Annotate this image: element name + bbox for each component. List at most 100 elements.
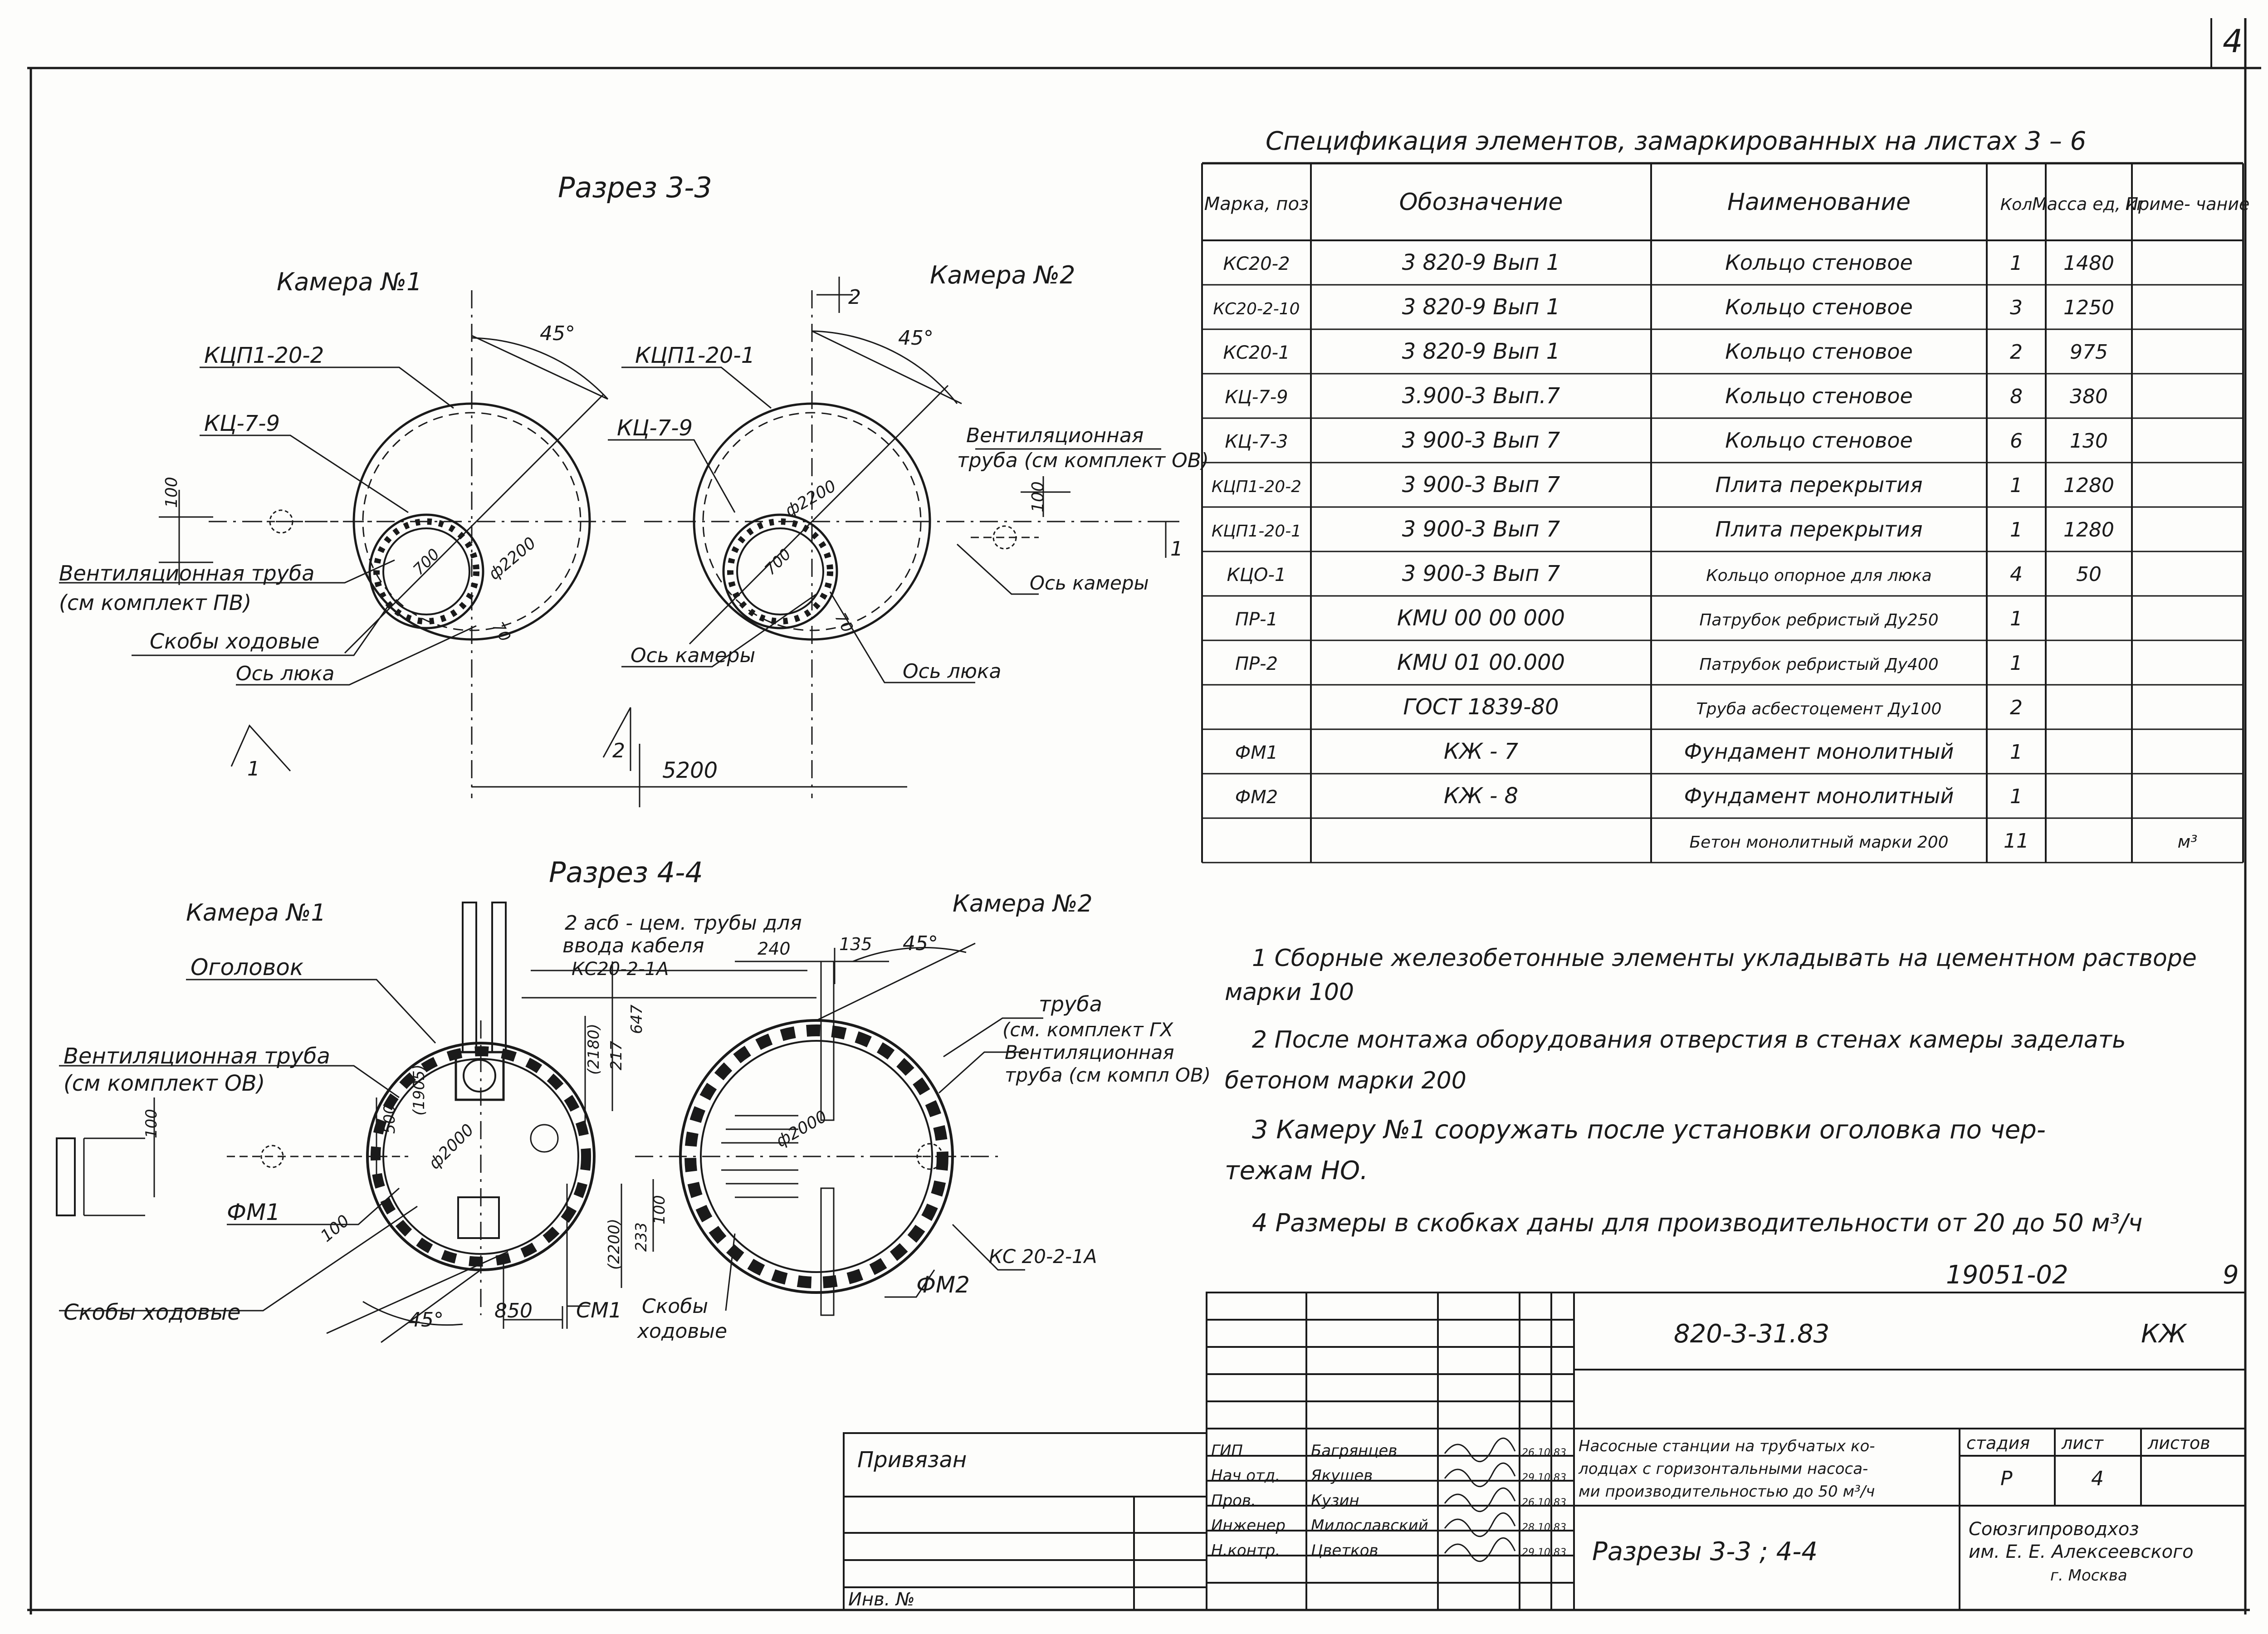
signature-scribble bbox=[1444, 1487, 1516, 1512]
note-2a: 2 После монтажа оборудования отверстия в… bbox=[1252, 1026, 2126, 1054]
spec-cell: 6 bbox=[2010, 429, 2023, 453]
spec-cell: 8 bbox=[2010, 385, 2023, 408]
stamp-title-line2: лодцах с горизонтальными насоса- bbox=[1578, 1460, 1868, 1478]
spec-cell: КЦО-1 bbox=[1227, 565, 1286, 585]
specification-table: Спецификация элементов, замаркированных … bbox=[1201, 127, 2250, 863]
corner-sheet-number: 4 bbox=[2223, 23, 2243, 60]
spec-cell: КЦП1-20-2 bbox=[1212, 478, 1301, 496]
section-3-3: Разрез 3-3 Камера №1 Камера №2 bbox=[59, 171, 1209, 807]
spec-cell: КС20-2 bbox=[1223, 254, 1290, 274]
stamp-date: 28.10.83 bbox=[1522, 1522, 1566, 1533]
org-line3: г. Москва bbox=[2050, 1566, 2127, 1585]
org-line1: Союзгипроводхоз bbox=[1969, 1519, 2139, 1540]
spec-cell: 3 820-9 Вып 1 bbox=[1402, 250, 1560, 275]
spec-cell: 3 900-3 Вып 7 bbox=[1402, 472, 1560, 498]
stamp-date: 29.10.83 bbox=[1522, 1472, 1566, 1483]
spec-cell: 2 bbox=[2010, 696, 2023, 719]
vent-pipe-44-line1: Вентиляционная труба bbox=[64, 1044, 330, 1069]
spec-header-2: Наименование bbox=[1727, 189, 1911, 216]
spec-cell: КЖ - 8 bbox=[1444, 783, 1518, 809]
hatch-axis-2: Ось люка bbox=[903, 660, 1001, 683]
stamp-role: Нач отд. bbox=[1211, 1467, 1280, 1485]
sheet-frame bbox=[27, 18, 2261, 1614]
spec-cell: 11 bbox=[2004, 829, 2029, 853]
page-number: 9 bbox=[2223, 1260, 2239, 1290]
spec-cell: 380 bbox=[2070, 385, 2108, 408]
spec-cell: Труба асбестоцемент Ду100 bbox=[1696, 700, 1942, 718]
camera-2-label: Камера №2 bbox=[930, 261, 1075, 289]
stamp-name: Цветков bbox=[1311, 1541, 1378, 1560]
dim-5200: 5200 bbox=[662, 758, 718, 783]
dim-100-a: 100 bbox=[162, 477, 181, 508]
camera-axis-1: Ось камеры bbox=[631, 644, 755, 667]
cm1-label: СМ1 bbox=[576, 1298, 622, 1322]
angle-45-44a: 45° bbox=[408, 1308, 444, 1332]
dim-2200: (2200) bbox=[605, 1219, 623, 1270]
head-label: Оголовок bbox=[191, 954, 303, 980]
chamber-2-plan bbox=[644, 290, 1166, 798]
signature-scribble bbox=[1444, 1437, 1516, 1463]
dim-240: 240 bbox=[758, 939, 791, 959]
vent-pipe-44-line2: (см комплект ОВ) bbox=[64, 1071, 265, 1096]
camera-axis-2: Ось камеры bbox=[1030, 572, 1149, 594]
dim-100-44: 100 bbox=[142, 1109, 161, 1138]
spec-cell: 4 bbox=[2010, 563, 2023, 586]
spec-cell: Кольцо стеновое bbox=[1725, 295, 1913, 319]
spec-cell: 3.900-3 Вып.7 bbox=[1402, 383, 1560, 409]
spec-cell: 3 900-3 Вып 7 bbox=[1402, 561, 1560, 586]
stairs-label-44a: Скобы ходовые bbox=[64, 1300, 241, 1325]
spec-cell: Кольцо опорное для люка bbox=[1706, 566, 1932, 585]
stamp-title-line3: ми производительностью до 50 м³/ч bbox=[1579, 1483, 1875, 1501]
spec-cell: 50 bbox=[2076, 563, 2102, 586]
spec-cell: ПР-2 bbox=[1235, 654, 1278, 674]
dim-100-c: 100 bbox=[650, 1195, 669, 1224]
camera-2-label-44: Камера №2 bbox=[953, 890, 1093, 917]
spec-cell: 3 900-3 Вып 7 bbox=[1402, 428, 1560, 453]
stamp-name: Багрянцев bbox=[1311, 1442, 1397, 1460]
chamber-1-plan bbox=[209, 290, 626, 798]
spec-cell: Фундамент монолитный bbox=[1684, 784, 1954, 808]
spec-cell: 3 900-3 Вып 7 bbox=[1402, 517, 1560, 542]
general-notes: 1 Сборные железобетонные элементы уклады… bbox=[1225, 945, 2197, 1237]
dim-2180: (2180) bbox=[585, 1024, 603, 1075]
spec-header-5: Приме- чание bbox=[2126, 194, 2250, 214]
signature-scribble bbox=[1444, 1512, 1516, 1537]
vent-pipe-44b-line2: труба (см компл ОВ) bbox=[1005, 1064, 1211, 1086]
spec-cell: Кольцо стеновое bbox=[1725, 339, 1913, 364]
pipe-label-line1: труба bbox=[1039, 992, 1102, 1016]
stamp-role: ГИП bbox=[1211, 1442, 1243, 1460]
note-2b: бетоном марки 200 bbox=[1225, 1067, 1466, 1094]
hatch-axis-1: Ось люка bbox=[236, 662, 334, 685]
spec-cell: Патрубок ребристый Ду400 bbox=[1699, 655, 1938, 674]
spec-cell: 1250 bbox=[2063, 296, 2114, 319]
stamp-name: Кузин bbox=[1311, 1492, 1359, 1510]
section-3-3-leaders bbox=[59, 277, 1179, 807]
vent-pipe-1-line2: (см комплект ПВ) bbox=[59, 590, 251, 615]
hdr-sheets: листов bbox=[2147, 1433, 2210, 1453]
chamber-1-section bbox=[56, 902, 596, 1315]
spec-cell: 1 bbox=[2010, 518, 2023, 541]
stamp-title-line1: Насосные станции на трубчатых ко- bbox=[1579, 1437, 1875, 1455]
spec-cell: 1480 bbox=[2063, 252, 2114, 275]
vent-pipe-1-line1: Вентиляционная труба bbox=[59, 561, 314, 585]
stage-value: Р bbox=[2000, 1467, 2013, 1490]
note-4: 4 Размеры в скобках даны для производите… bbox=[1252, 1209, 2142, 1237]
spec-header-3: Кол bbox=[2000, 195, 2033, 214]
dim-1905: (1905) bbox=[410, 1064, 428, 1116]
pipes-label-line2: ввода кабеля bbox=[562, 934, 704, 957]
spec-cell: Кольцо стеновое bbox=[1725, 384, 1913, 408]
dim-d2000-a: ф2000 bbox=[425, 1121, 478, 1173]
camera-1-label: Камера №1 bbox=[277, 268, 422, 296]
stamp-role: Н.контр. bbox=[1211, 1541, 1280, 1560]
chamber-2-section bbox=[635, 961, 998, 1316]
spec-header-1: Обозначение bbox=[1399, 189, 1563, 216]
spec-cell: Фундамент монолитный bbox=[1684, 739, 1954, 764]
hdr-sheet: лист bbox=[2061, 1433, 2104, 1453]
spec-cell: 3 820-9 Вып 1 bbox=[1402, 339, 1560, 364]
dim-850: 850 bbox=[494, 1299, 533, 1322]
stamp-date: 29.10.83 bbox=[1522, 1547, 1566, 1558]
spec-cell: КЦ-7-9 bbox=[1225, 387, 1288, 408]
section-4-4-title: Разрез 4-4 bbox=[549, 856, 703, 889]
